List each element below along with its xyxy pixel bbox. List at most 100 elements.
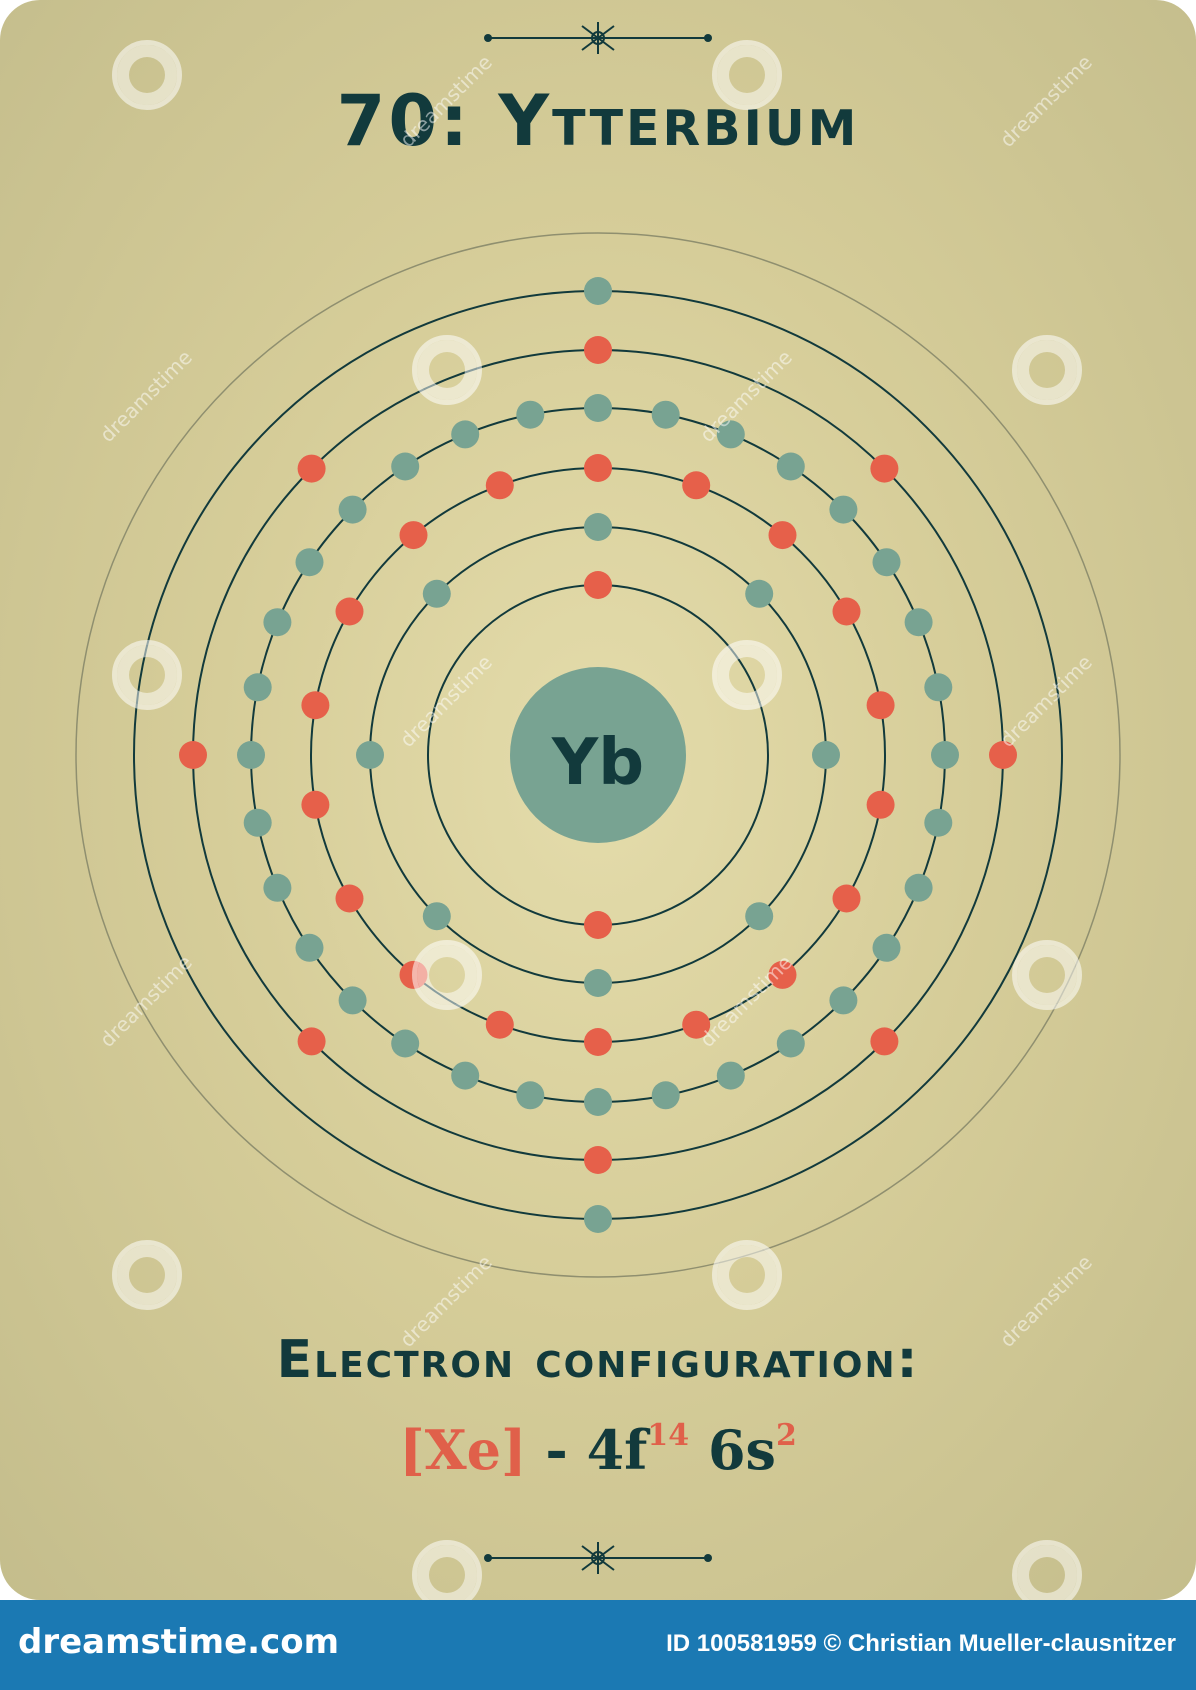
electron: [829, 986, 858, 1015]
config-core: Xe: [424, 1418, 502, 1482]
electron: [584, 336, 612, 364]
watermark-logo-icon: [712, 40, 782, 110]
electron: [924, 808, 953, 837]
watermark-logo-icon: [712, 1240, 782, 1310]
electron: [812, 741, 840, 769]
electron: [989, 741, 1017, 769]
electron: [584, 454, 612, 482]
electron: [516, 400, 545, 429]
electron: [872, 933, 901, 962]
electron: [391, 452, 420, 481]
electron: [391, 1029, 420, 1058]
electron: [338, 495, 367, 524]
electron: [422, 902, 451, 931]
electron: [584, 571, 612, 599]
electron: [745, 579, 774, 608]
footer-brand[interactable]: dreamstime.com: [18, 1622, 340, 1662]
config-orbital-2: 6s: [689, 1418, 776, 1482]
bohr-diagram: Yb: [75, 232, 1121, 1278]
electron: [866, 790, 895, 819]
watermark-logo-icon: [412, 335, 482, 405]
electron: [584, 1088, 612, 1116]
electron: [485, 1010, 514, 1039]
electron: [485, 471, 514, 500]
electron: [584, 1028, 612, 1056]
electron: [768, 960, 797, 989]
bottom-ornament: [484, 1542, 712, 1574]
electron: [584, 277, 612, 305]
electron: [584, 1205, 612, 1233]
electron: [399, 521, 428, 550]
electron: [335, 597, 364, 626]
electron: [866, 691, 895, 720]
electron: [263, 608, 292, 637]
electron: [451, 1061, 480, 1090]
electron: [832, 884, 861, 913]
electron: [870, 454, 899, 483]
watermark-logo-icon: [412, 940, 482, 1010]
nucleus-symbol: Yb: [551, 726, 644, 800]
electron: [356, 741, 384, 769]
config-value: [Xe] - 4f14 6s2: [0, 1418, 1196, 1482]
electron: [924, 673, 953, 702]
electron: [584, 969, 612, 997]
config-label: Electron configuration:: [276, 1330, 920, 1390]
electron: [829, 495, 858, 524]
electron: [584, 394, 612, 422]
electron: [295, 548, 324, 577]
electron: [301, 790, 330, 819]
watermark-logo-icon: [112, 640, 182, 710]
electron: [768, 521, 797, 550]
electron: [297, 1027, 326, 1056]
watermark-logo-icon: [1012, 940, 1082, 1010]
electron: [682, 1010, 711, 1039]
top-ornament: [484, 22, 712, 54]
electron: [338, 986, 367, 1015]
electron: [682, 471, 711, 500]
electron: [584, 1146, 612, 1174]
watermark-logo-icon: [412, 1540, 482, 1600]
electron: [904, 608, 933, 637]
watermark-logo-icon: [112, 1240, 182, 1310]
footer-bar: dreamstime.com ID 100581959 © Christian …: [0, 1600, 1196, 1690]
electron: [904, 873, 933, 902]
electron: [263, 873, 292, 902]
electron: [297, 454, 326, 483]
electron: [776, 452, 805, 481]
electron: [243, 673, 272, 702]
electron: [870, 1027, 899, 1056]
electron: [237, 741, 265, 769]
electron: [931, 741, 959, 769]
electron: [872, 548, 901, 577]
electron: [745, 902, 774, 931]
electron: [516, 1081, 545, 1110]
electron: [451, 420, 480, 449]
electrons: [179, 277, 1017, 1233]
electron: [651, 400, 680, 429]
electron: [584, 513, 612, 541]
config-orbital-2-exp: 2: [775, 1418, 797, 1453]
watermark-logo-icon: [1012, 335, 1082, 405]
watermark-logo-icon: [1012, 1540, 1082, 1600]
config-dash: -: [526, 1418, 587, 1482]
electron: [716, 1061, 745, 1090]
watermark-logo-icon: [712, 640, 782, 710]
element-card: 70: Ytterbium Yb Electron configuration:…: [0, 0, 1196, 1600]
footer-credit: ID 100581959 © Christian Mueller-clausni…: [666, 1630, 1176, 1657]
config-core-close: ]: [501, 1418, 527, 1482]
electron: [243, 808, 272, 837]
electron: [651, 1081, 680, 1110]
config-orbital-1: 4f: [586, 1418, 648, 1482]
electron: [301, 691, 330, 720]
electron: [179, 741, 207, 769]
electron: [422, 579, 451, 608]
electron: [584, 911, 612, 939]
electron: [295, 933, 324, 962]
electron: [335, 884, 364, 913]
electron: [832, 597, 861, 626]
watermark-logo-icon: [112, 40, 182, 110]
electron: [716, 420, 745, 449]
electron: [776, 1029, 805, 1058]
nucleus: [510, 667, 686, 843]
config-core-open: [: [399, 1418, 425, 1482]
